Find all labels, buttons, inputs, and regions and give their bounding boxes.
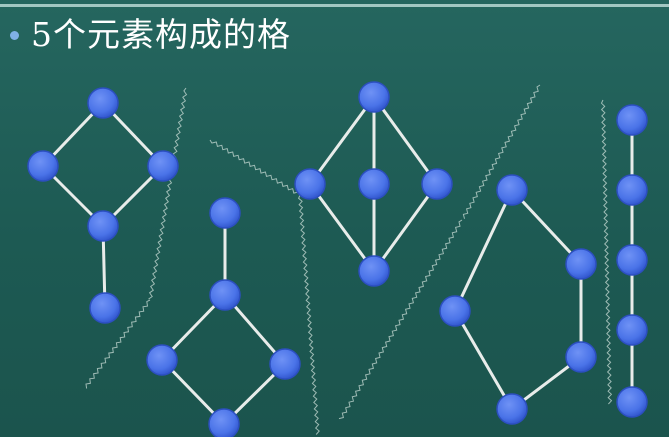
slide-title: 5个元素构成的格 <box>31 15 291 54</box>
lattice-3-edge-left-bottom <box>308 182 376 273</box>
lattice-1-node-top <box>87 87 119 119</box>
lattice-2-node-bottom <box>208 408 240 437</box>
divider-4 <box>600 99 613 405</box>
lattice-4-edge-top-left <box>453 188 514 313</box>
lattice-3-node-center <box>358 168 390 200</box>
lattice-5-node-n1 <box>616 104 648 136</box>
lattice-3-node-left <box>294 168 326 200</box>
lattice-3-edge-top-left <box>308 95 376 186</box>
divider-3a <box>462 84 541 219</box>
lattice-4-node-left <box>439 295 471 327</box>
lattice-2-node-top <box>209 197 241 229</box>
divider-2b <box>297 194 320 435</box>
title-row: 5个元素构成的格 <box>10 12 291 58</box>
divider-2a <box>209 139 299 194</box>
lattice-nodes <box>27 81 648 437</box>
divider-1b <box>85 299 151 389</box>
lattice-3-edge-top-right <box>372 95 439 186</box>
bullet-icon <box>10 30 19 40</box>
lattice-1-node-join <box>87 210 119 242</box>
lattice-4-node-right-lower <box>565 341 597 373</box>
lattice-2-node-left <box>146 344 178 376</box>
lattice-3-node-bottom <box>358 255 390 287</box>
lattice-2-node-right <box>269 348 301 380</box>
lattice-4-edge-top-right-upper <box>510 188 583 266</box>
lattice-3-edge-right-bottom <box>372 182 439 273</box>
lattice-2-node-mid <box>209 279 241 311</box>
lattice-3-node-top <box>358 81 390 113</box>
lattice-4-node-bottom <box>496 393 528 425</box>
lattice-edges <box>41 95 634 426</box>
lattice-5-node-n4 <box>616 314 648 346</box>
divider-1a <box>148 87 188 300</box>
lattice-5-node-n3 <box>616 244 648 276</box>
top-rule <box>0 4 669 7</box>
divider-3b <box>338 219 463 420</box>
lattice-4-node-top <box>496 174 528 206</box>
lattice-1-node-bottom <box>89 292 121 324</box>
lattice-1-node-right <box>147 150 179 182</box>
lattice-5-node-n5 <box>616 386 648 418</box>
lattice-5-node-n2 <box>616 174 648 206</box>
lattice-1-node-left <box>27 150 59 182</box>
lattice-4-node-right-upper <box>565 248 597 280</box>
lattice-3-node-right <box>421 168 453 200</box>
divider-lines <box>85 84 613 435</box>
lattice-4-edge-left-bottom <box>453 309 514 411</box>
